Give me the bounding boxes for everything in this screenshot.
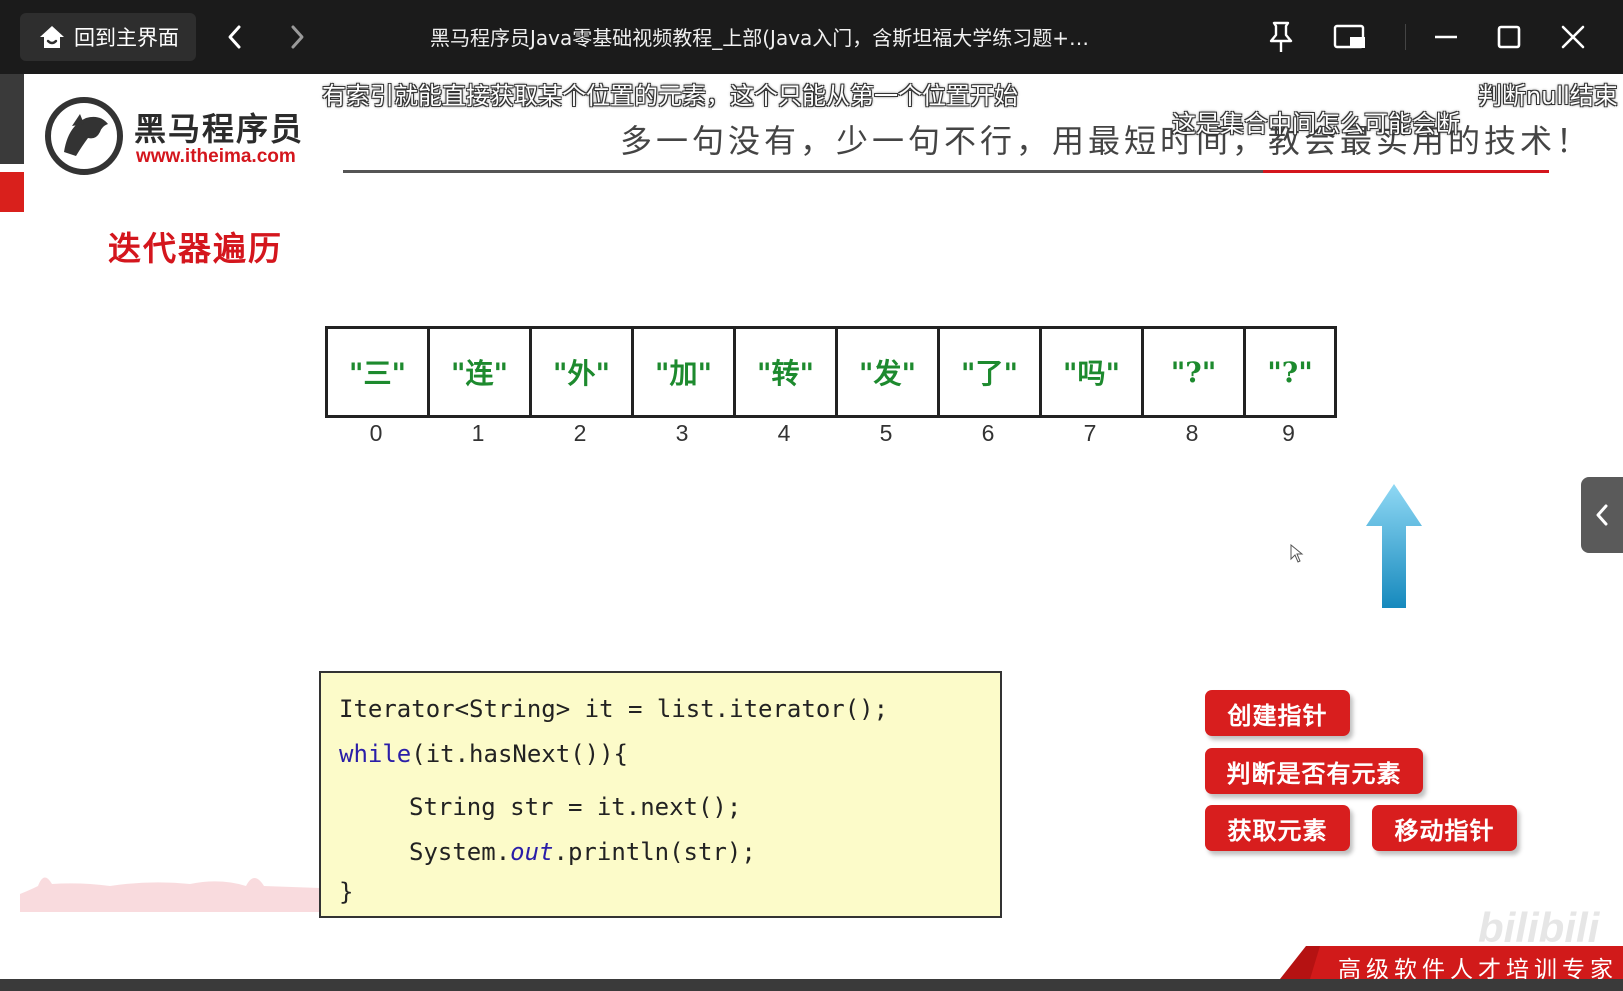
side-panel-toggle[interactable] [1581,477,1623,553]
array-cell: "吗" [1042,329,1144,415]
home-icon [40,26,64,48]
player-progress-area[interactable] [0,979,1623,991]
up-arrow-icon [1366,484,1422,608]
array-diagram: "三" "连" "外" "加" "转" "发" "了" "吗" "?" "?" [325,326,1337,418]
chevron-left-icon [1596,504,1608,526]
maximize-icon [1497,25,1521,49]
minimize-icon [1435,35,1457,39]
forward-button[interactable] [278,18,316,56]
section-title: 迭代器遍历 [108,229,283,268]
home-button[interactable]: 回到主界面 [20,13,196,61]
logo-brand-text: 黑马程序员 [134,110,305,148]
code-line-next: String str = it.next(); [409,793,742,821]
minimize-button[interactable] [1427,18,1465,56]
array-index: 9 [1282,420,1295,446]
array-cell: "连" [430,329,532,415]
array-index: 8 [1185,420,1199,446]
footer-slogan: 高级软件人才培训专家 [1338,957,1618,983]
code-line-iterator: Iterator<String> it = list.iterator(); [339,695,889,723]
code-line-close-brace: } [339,878,354,906]
header-rule-accent [1263,170,1549,173]
pin-button[interactable] [1262,18,1300,56]
code-snippet: Iterator<String> it = list.iterator(); w… [319,671,1002,918]
back-icon [228,25,241,49]
titlebar-separator [1405,24,1406,50]
step-check-element: 判断是否有元素 [1205,748,1423,794]
maximize-button[interactable] [1490,18,1528,56]
code-system: System. [409,838,511,866]
code-line-println: System.out.println(str); [409,838,756,866]
horse-logo-icon [45,97,123,175]
array-index: 1 [471,420,485,446]
array-cell: "三" [328,329,430,415]
slide-edge-dark [0,74,24,164]
pin-icon [1269,21,1293,52]
code-while-condition: (it.hasNext()){ [411,740,628,768]
close-icon [1561,25,1585,49]
step-move-pointer: 移动指针 [1372,805,1517,851]
step-get-element: 获取元素 [1205,805,1350,851]
video-frame[interactable]: 黑马程序员 www.itheima.com 多一句没有，少一句不行，用最短时间，… [0,74,1623,991]
array-index: 3 [675,420,689,446]
danmaku-subtitle-main: 有索引就能直接获取某个位置的元素，这个只能从第一个位置开始 [322,82,1018,110]
close-button[interactable] [1554,18,1592,56]
logo-url-text: www.itheima.com [136,146,296,167]
code-keyword-while: while [339,740,412,768]
array-indices: 0 1 2 3 4 5 6 7 8 9 [325,420,1334,447]
slide-edge-red [0,172,24,212]
home-button-label: 回到主界面 [74,26,179,50]
cursor-icon [1290,544,1304,563]
code-println-call: .println(str); [553,838,756,866]
danmaku-subtitle-right: 判断null结束 [1478,82,1618,110]
array-cell: "外" [532,329,634,415]
bilibili-watermark: bilibili [1478,904,1600,951]
step-create-pointer: 创建指针 [1205,690,1350,736]
array-index: 4 [777,420,791,446]
itheima-logo: 黑马程序员 www.itheima.com [42,96,332,176]
title-bar: 回到主界面 黑马程序员Java零基础视频教程_上部(Java入门，含斯坦福大学练… [0,0,1623,74]
header-rule [343,170,1263,173]
slide-slogan: 多一句没有，少一句不行，用最短时间，教会最实用的技术！ [620,122,1593,160]
danmaku-subtitle-overlay: 这是集合中间怎么可能会断 [1172,110,1460,138]
array-cell: "?" [1267,355,1313,389]
pip-icon [1333,24,1365,49]
picture-in-picture-button[interactable] [1331,18,1369,56]
code-line-while: while(it.hasNext()){ [339,740,628,768]
array-index: 6 [981,420,995,446]
array-cell: "发" [838,329,940,415]
code-static-out: out [510,838,554,866]
array-index: 5 [879,420,893,446]
array-index: 2 [573,420,587,446]
back-button[interactable] [216,18,254,56]
array-index: 0 [369,420,383,446]
array-index: 7 [1083,420,1097,446]
array-cell: "加" [634,329,736,415]
forward-icon [291,25,304,49]
window-title: 黑马程序员Java零基础视频教程_上部(Java入门，含斯坦福大学练习题+… [430,26,1090,50]
array-cell: "转" [736,329,838,415]
array-cell: "了" [940,329,1042,415]
array-cell: "?" [1144,329,1246,415]
